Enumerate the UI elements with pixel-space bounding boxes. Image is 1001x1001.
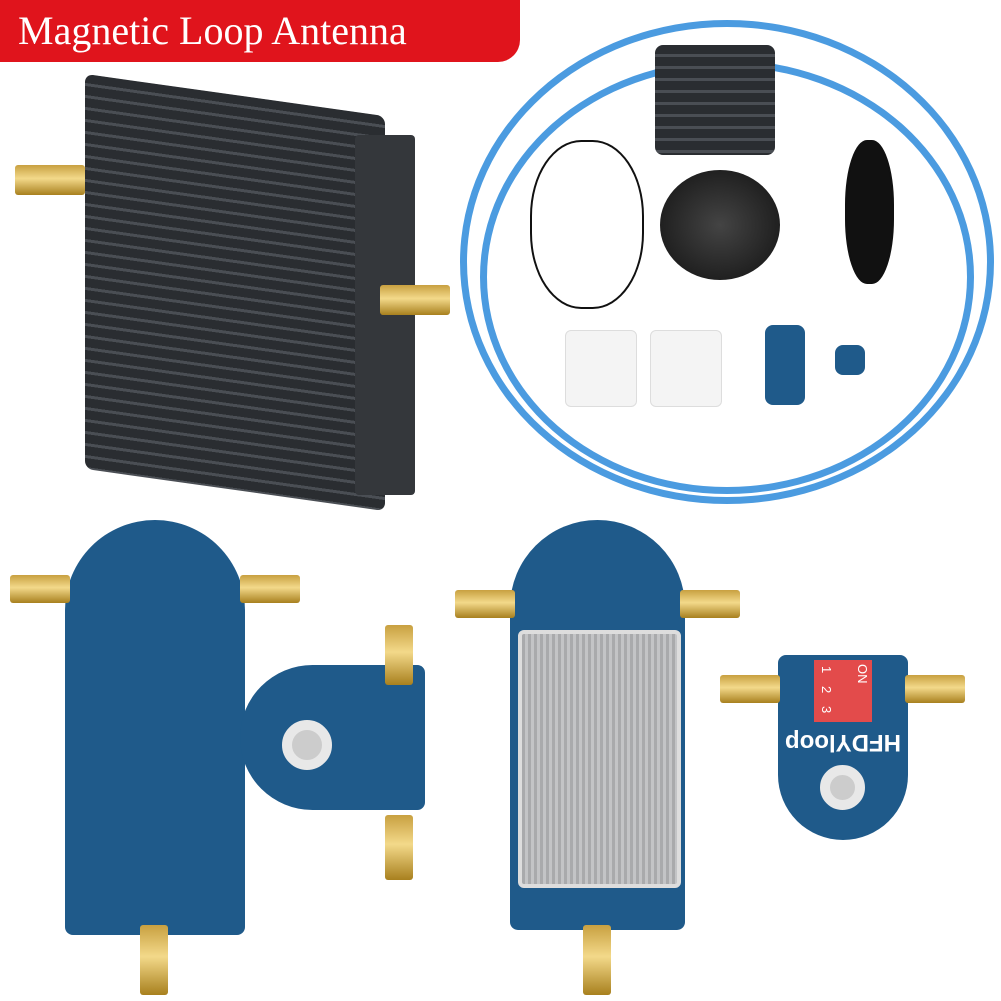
sma-connector (140, 925, 168, 995)
dip-position-3: 3 (819, 706, 834, 714)
mount-hole (282, 720, 332, 770)
mount-hole (820, 765, 865, 810)
sma-connector (385, 815, 413, 880)
main-pcb-back (65, 520, 245, 935)
aluminum-enclosure (15, 73, 450, 512)
storage-case (660, 170, 780, 280)
adhesive-mount (565, 330, 637, 407)
sma-connector (240, 575, 300, 603)
sma-connector (680, 590, 740, 618)
small-pcb (765, 325, 805, 405)
small-pcb (835, 345, 865, 375)
sma-connector (455, 590, 515, 618)
dip-on-label: ON (855, 664, 870, 684)
antenna-wire (530, 140, 644, 309)
sma-connector (385, 625, 413, 685)
sma-connector (10, 575, 70, 603)
dip-position-1: 1 (819, 666, 834, 674)
title-banner: Magnetic Loop Antenna (0, 0, 520, 62)
sma-connector (15, 165, 85, 195)
sma-connector (720, 675, 780, 703)
dip-position-2: 2 (819, 686, 834, 694)
dip-switch[interactable]: ON 1 2 3 (814, 660, 872, 722)
power-cable (845, 140, 894, 284)
rf-shield (518, 630, 681, 888)
coax-cable-loop (460, 20, 994, 504)
loop-pcb (240, 665, 425, 810)
small-enclosure (655, 45, 775, 155)
sma-connector (583, 925, 611, 995)
sma-connector (380, 285, 450, 315)
adhesive-mount (650, 330, 722, 407)
board-label: HFDYloop (785, 729, 901, 756)
sma-connector (905, 675, 965, 703)
